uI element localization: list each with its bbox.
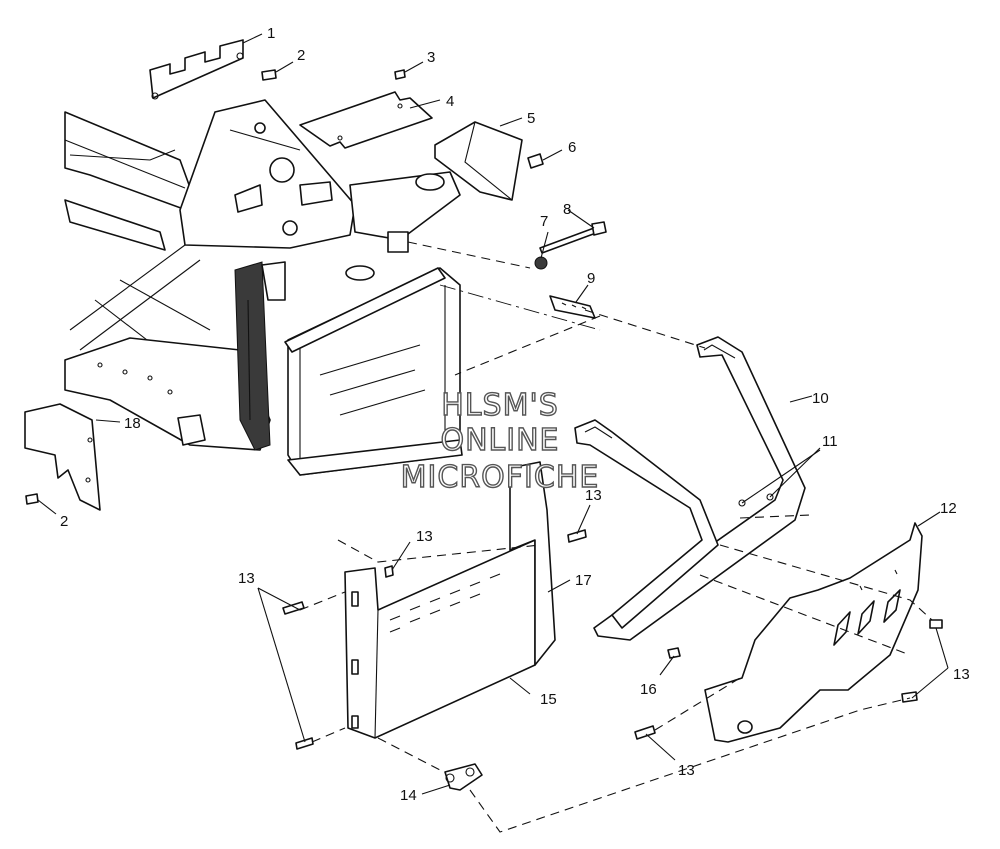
callout-5: 5 [527,110,535,127]
watermark-line-1: HLSM'S [441,388,559,423]
part-9-bushing [549,295,596,319]
part-6-bolt [527,153,544,169]
part-7-washer [534,256,548,270]
part-15-lower-shield [344,539,536,739]
callout-13c: 13 [238,570,255,587]
callout-11: 11 [822,433,838,450]
part-13-fasteners [282,529,943,750]
callout-6: 6 [568,139,576,156]
callout-4: 4 [446,93,454,110]
part-16-bolt [667,647,681,659]
part-14-bracket [444,763,483,791]
callout-17: 17 [575,572,592,589]
part-1-bracket [149,39,244,100]
callout-2b: 2 [60,513,68,530]
callout-1: 1 [267,25,275,42]
callout-15: 15 [540,691,557,708]
callout-8: 8 [563,201,571,218]
part-2-rivet-lower [25,493,39,505]
part-17-side-panel [509,461,556,666]
part-3-screw [394,69,406,80]
callout-18: 18 [124,415,141,432]
callout-14: 14 [400,787,417,804]
callout-13a: 13 [585,487,602,504]
watermark-line-2: ONLINE [440,423,559,458]
part-2-rivet [261,69,277,81]
callout-13e: 13 [678,762,695,779]
callout-13b: 13 [416,528,433,545]
part-12-skid-plate [704,522,923,743]
callout-9: 9 [587,270,595,287]
callout-3: 3 [427,49,435,66]
callout-16: 16 [640,681,657,698]
callout-10: 10 [812,390,829,407]
watermark-line-3: MICROFICHE [401,460,600,495]
part-18-panel [24,403,101,511]
callout-12: 12 [940,500,957,517]
callout-2: 2 [297,47,305,64]
part-8-long-bolt [539,221,607,254]
part-5-shield [434,121,523,201]
leader-lines [37,33,949,795]
callout-labels: 1 2 3 4 5 6 7 8 9 10 11 12 13 13 13 13 1… [60,25,970,804]
assembly-lines [299,241,933,833]
watermark: HLSM'S ONLINE MICROFICHE [400,387,600,495]
part-4-plate [299,91,433,149]
part-10-bumper [574,336,806,641]
callout-7: 7 [540,213,548,230]
chassis-frame [64,99,461,451]
radiator [284,265,463,476]
callout-13d: 13 [953,666,970,683]
